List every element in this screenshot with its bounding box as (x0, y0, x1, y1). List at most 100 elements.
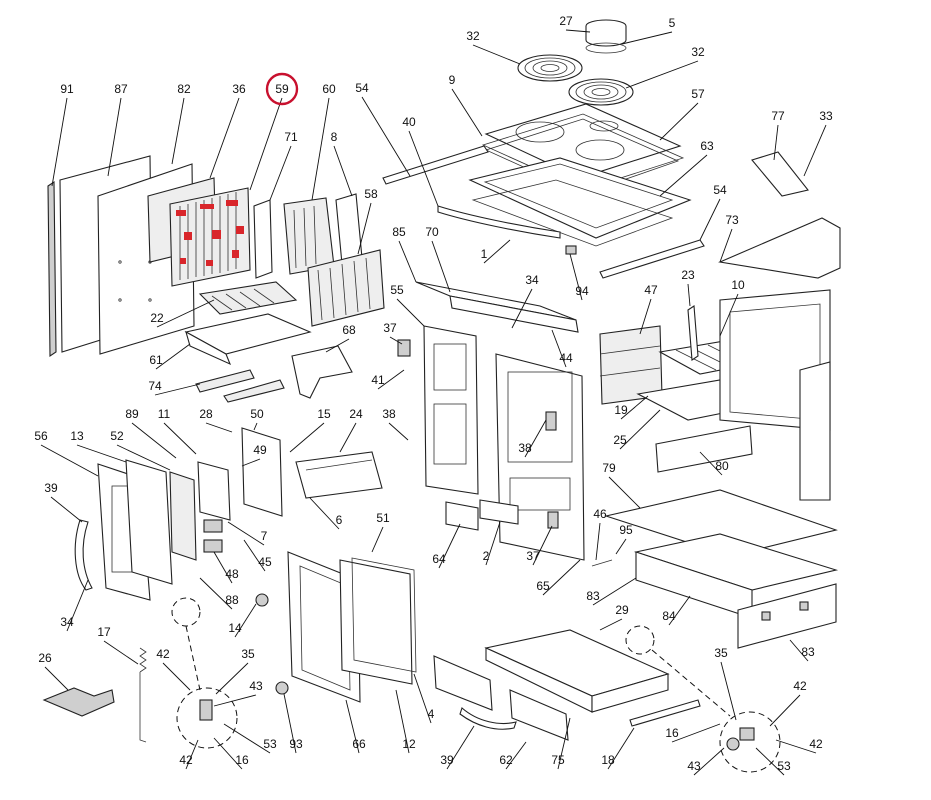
leader-line-c68 (325, 338, 350, 353)
callout-label-c39b: 39 (440, 753, 454, 767)
callout-label-c9: 9 (449, 73, 456, 87)
callout-label-c43a: 43 (249, 679, 263, 693)
leader-line-c10 (719, 293, 739, 337)
leader-line-c93 (283, 693, 297, 754)
callout-label-c37a: 37 (383, 321, 397, 335)
leader-line-c46 (595, 522, 601, 561)
callout-label-c64: 64 (432, 552, 446, 566)
leader-line-c15 (289, 422, 325, 453)
leader-line-c49 (241, 458, 261, 467)
leader-line-c43a (213, 694, 257, 707)
leader-line-c35b (720, 661, 737, 721)
hotplate-ring-left (517, 54, 583, 82)
leader-line-c35a (215, 662, 249, 695)
callout-label-c44: 44 (559, 351, 573, 365)
glove-26 (42, 687, 115, 717)
leader-line-c40 (408, 130, 439, 207)
callout-label-c75: 75 (551, 753, 565, 767)
callout-label-c35a: 35 (241, 647, 255, 661)
callout-label-c45: 45 (258, 555, 272, 569)
plate-74 (195, 369, 285, 403)
leader-line-c13 (76, 444, 127, 463)
door-frame-13 (125, 459, 173, 585)
callout-label-c36: 36 (232, 82, 246, 96)
callout-label-c52: 52 (110, 429, 124, 443)
leader-line-c23 (687, 283, 691, 307)
top-bracket-85 (415, 281, 579, 333)
leader-line-c8 (333, 145, 353, 197)
callout-label-c40: 40 (402, 115, 416, 129)
leader-line-c2 (485, 521, 501, 566)
callout-label-c29: 29 (615, 603, 629, 617)
leader-line-c7 (227, 521, 265, 546)
leader-line-c52 (116, 444, 171, 471)
callout-label-c34a: 34 (525, 273, 539, 287)
callout-label-c18: 18 (601, 753, 615, 767)
callout-label-c65: 65 (536, 579, 550, 593)
leader-line-c62 (505, 741, 527, 770)
hob-frame-gasket (471, 179, 674, 247)
leader-line-c6 (309, 497, 340, 530)
highlight-ring-59 (265, 72, 299, 106)
callout-label-c5: 5 (669, 16, 676, 30)
leader-line-c36 (209, 97, 240, 179)
leader-line-c45 (243, 539, 266, 572)
leader-line-c55 (396, 298, 425, 327)
leader-line-c34b (66, 579, 89, 632)
leader-line-c39b (446, 725, 475, 770)
leader-line-c33 (803, 124, 827, 177)
callout-label-c54a: 54 (355, 81, 369, 95)
leader-line-c16b (213, 737, 243, 770)
drawer-front-39 (433, 655, 493, 711)
leader-line-c80 (699, 451, 723, 476)
glass-50 (241, 427, 283, 517)
handle-39-left (74, 519, 93, 591)
rod-40 (437, 205, 561, 239)
leader-line-c22 (156, 299, 215, 328)
callout-label-c88: 88 (225, 593, 239, 607)
plinth-83 (737, 583, 837, 649)
leader-line-c42b (769, 694, 801, 727)
leader-line-c12 (395, 689, 410, 754)
callout-label-c55: 55 (390, 283, 404, 297)
callout-label-c47: 47 (644, 283, 658, 297)
callout-label-c8: 8 (331, 130, 338, 144)
drawer-front-62 (509, 689, 569, 741)
leader-line-c50 (253, 422, 258, 431)
leader-line-c53b (755, 747, 785, 776)
callout-label-c94: 94 (575, 284, 589, 298)
leader-line-c29 (599, 618, 623, 631)
leader-line-c56 (40, 444, 99, 477)
oven-top-plate (718, 217, 841, 279)
callout-label-c11: 11 (158, 407, 171, 421)
callout-label-c91: 91 (60, 82, 74, 96)
leader-line-c27 (565, 29, 591, 33)
deflector-68 (291, 345, 353, 399)
detail-circle-right (719, 711, 781, 773)
leader-line-c18 (607, 727, 635, 770)
callout-label-c42d: 42 (809, 737, 823, 751)
callout-label-c42a: 42 (156, 647, 170, 661)
callout-label-c68: 68 (342, 323, 356, 337)
leader-line-c38a (388, 422, 409, 441)
leader-line-c53a (223, 723, 271, 754)
callout-label-c32b: 32 (691, 45, 705, 59)
hob-frame (468, 157, 692, 239)
front-frame-65 (495, 353, 585, 561)
leader-line-c89 (131, 422, 177, 459)
leader-line-c37b (532, 525, 553, 566)
callout-label-c4: 4 (428, 707, 435, 721)
leader-line-c57 (659, 102, 699, 141)
detail-circle-left-top (171, 597, 201, 691)
leader-line-c32a (472, 44, 521, 65)
leader-line-c1 (483, 239, 511, 264)
leader-line-c25 (619, 409, 661, 450)
hotplate-lid-knob (585, 19, 627, 54)
callout-label-c10: 10 (731, 278, 745, 292)
leader-line-c4 (413, 673, 432, 724)
callout-label-c56: 56 (34, 429, 48, 443)
leader-line-c24 (339, 422, 357, 453)
leader-line-c54a (361, 96, 411, 177)
leader-line-c28 (205, 422, 233, 433)
callout-label-c43b: 43 (687, 759, 701, 773)
